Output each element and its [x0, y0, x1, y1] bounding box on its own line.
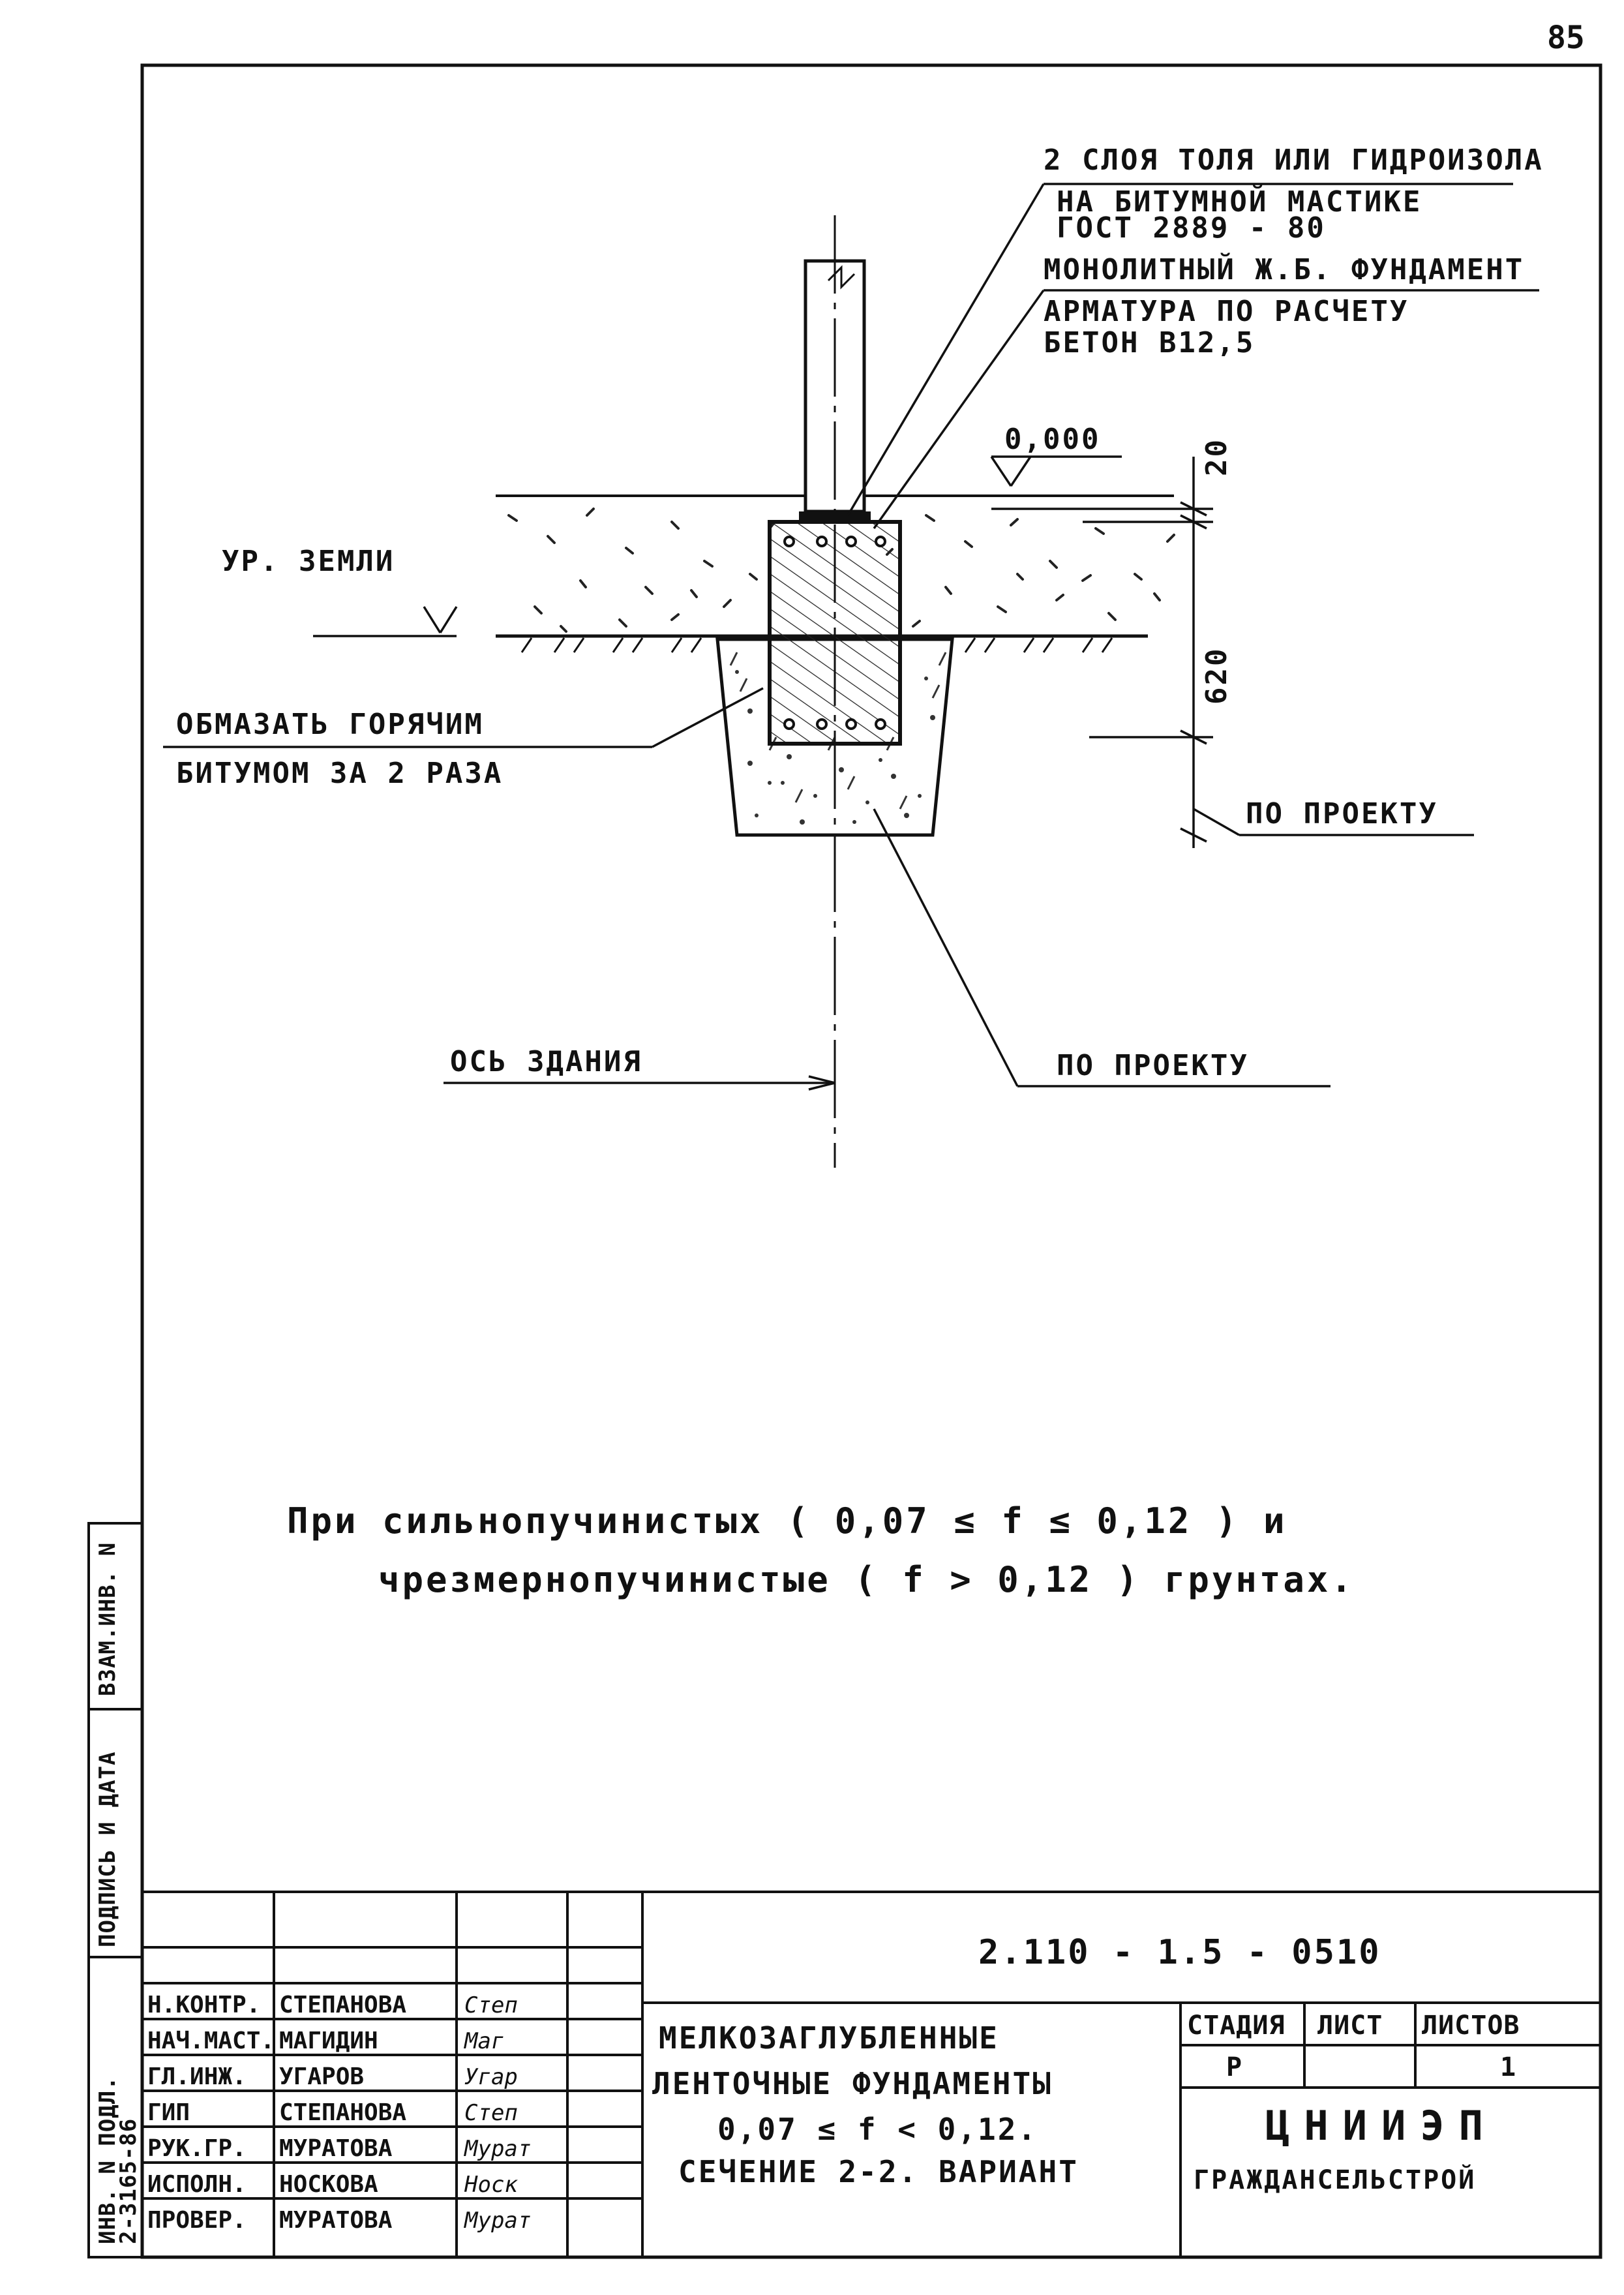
stamp-title-4: СЕЧЕНИЕ 2-2. ВАРИАНТ — [678, 2154, 1079, 2189]
stamp-org-1: ЦНИИЭП — [1265, 2102, 1497, 2150]
stamp-col-sheet: ЛИСТ — [1317, 2011, 1383, 2041]
stamp-name: УГАРОВ — [279, 2063, 364, 2090]
label-waterproof-1: 2 СЛОЯ ТОЛЯ ИЛИ ГИДРОИЗОЛА — [1044, 144, 1544, 177]
side-vzam-label: ВЗАМ.ИНВ. N — [95, 1542, 121, 1696]
stamp-val-stage: Р — [1226, 2052, 1242, 2082]
side-inv-value: 2-3165-86 — [115, 2118, 142, 2244]
note-line-2: чрезмернопучинистые ( f > 0,12 ) грунтах… — [378, 1559, 1355, 1600]
label-coat-2: БИТУМОМ ЗА 2 РАЗА — [176, 757, 503, 790]
label-foundation-1: МОНОЛИТНЫЙ Ж.Б. ФУНДАМЕНТ — [1044, 252, 1524, 286]
label-dim-20: 20 — [1200, 438, 1233, 476]
stamp-name: НОСКОВА — [279, 2171, 378, 2198]
label-by-project-1: ПО ПРОЕКТУ — [1246, 797, 1438, 830]
stamp-signature: Степ — [464, 1992, 518, 2018]
side-strip — [87, 1522, 143, 2258]
note-line-1: При сильнопучинистых ( 0,07 ≤ f ≤ 0,12 )… — [287, 1500, 1287, 1542]
stamp-title-2: ЛЕНТОЧНЫЕ ФУНДАМЕНТЫ — [652, 2066, 1053, 2101]
stamp-role: РУК.ГР. — [147, 2135, 247, 2162]
stamp-signature: Степ — [464, 2100, 518, 2126]
foundation-section — [496, 215, 1175, 1168]
waterproof-layer — [799, 511, 871, 522]
label-waterproof-2: НА БИТУМНОЙ МАСТИКЕ — [1057, 184, 1422, 219]
stamp-role: ГЛ.ИНЖ. — [147, 2063, 247, 2090]
frame-border — [140, 63, 1602, 2259]
stamp-name: МУРАТОВА — [279, 2135, 393, 2162]
label-building-axis: ОСЬ ЗДАНИЯ — [450, 1045, 642, 1078]
callouts — [163, 183, 1539, 1091]
side-sign-label: ПОДПИСЬ И ДАТА — [95, 1751, 121, 1947]
label-ground-level: УР. ЗЕМЛИ — [222, 545, 395, 578]
label-foundation-3: БЕТОН В12,5 — [1044, 326, 1255, 359]
label-dim-620: 620 — [1200, 647, 1233, 705]
stamp-role: НАЧ.МАСТ. — [147, 2028, 275, 2054]
label-waterproof-3: ГОСТ 2889 - 80 — [1057, 211, 1326, 245]
stamp-org-2: ГРАЖДАНСЕЛЬСТРОЙ — [1194, 2164, 1476, 2195]
label-level-zero: 0,000 — [1004, 423, 1100, 456]
stamp-role: ИСПОЛН. — [147, 2171, 247, 2198]
stamp-title-1: МЕЛКОЗАГЛУБЛЕННЫЕ — [659, 2020, 999, 2056]
stamp-signature: Мурат — [464, 2136, 531, 2162]
stamp-role: Н.КОНТР. — [147, 1992, 260, 2018]
side-inv-label: ИНВ. N ПОДЛ. — [95, 2076, 121, 2244]
stamp-code: 2.110 - 1.5 - 0510 — [978, 1933, 1381, 1972]
stamp-role: ГИП — [147, 2099, 190, 2126]
stamp-title-3: 0,07 ≤ f < 0,12. — [717, 2112, 1038, 2147]
stamp-signature: Угар — [464, 2064, 518, 2090]
stamp-signature: Мурат — [464, 2208, 531, 2234]
stamp-val-sheets: 1 — [1500, 2052, 1516, 2082]
stamp-signature: Носк — [464, 2172, 518, 2198]
stamp-name: МУРАТОВА — [279, 2207, 393, 2234]
stamp-signature: Маг — [464, 2028, 504, 2054]
stamp-role: ПРОВЕР. — [147, 2207, 247, 2234]
label-by-project-2: ПО ПРОЕКТУ — [1057, 1049, 1249, 1082]
label-foundation-2: АРМАТУРА ПО РАСЧЕТУ — [1044, 295, 1409, 328]
title-block — [141, 1891, 1602, 2258]
stamp-name: СТЕПАНОВА — [279, 1992, 406, 2018]
stamp-col-stage: СТАДИЯ — [1187, 2011, 1286, 2041]
page-number: 85 — [1547, 20, 1585, 56]
stamp-col-sheets: ЛИСТОВ — [1422, 2011, 1520, 2041]
stamp-name: СТЕПАНОВА — [279, 2099, 406, 2126]
stamp-name: МАГИДИН — [279, 2028, 378, 2054]
label-coat-1: ОБМАЗАТЬ ГОРЯЧИМ — [176, 708, 484, 741]
